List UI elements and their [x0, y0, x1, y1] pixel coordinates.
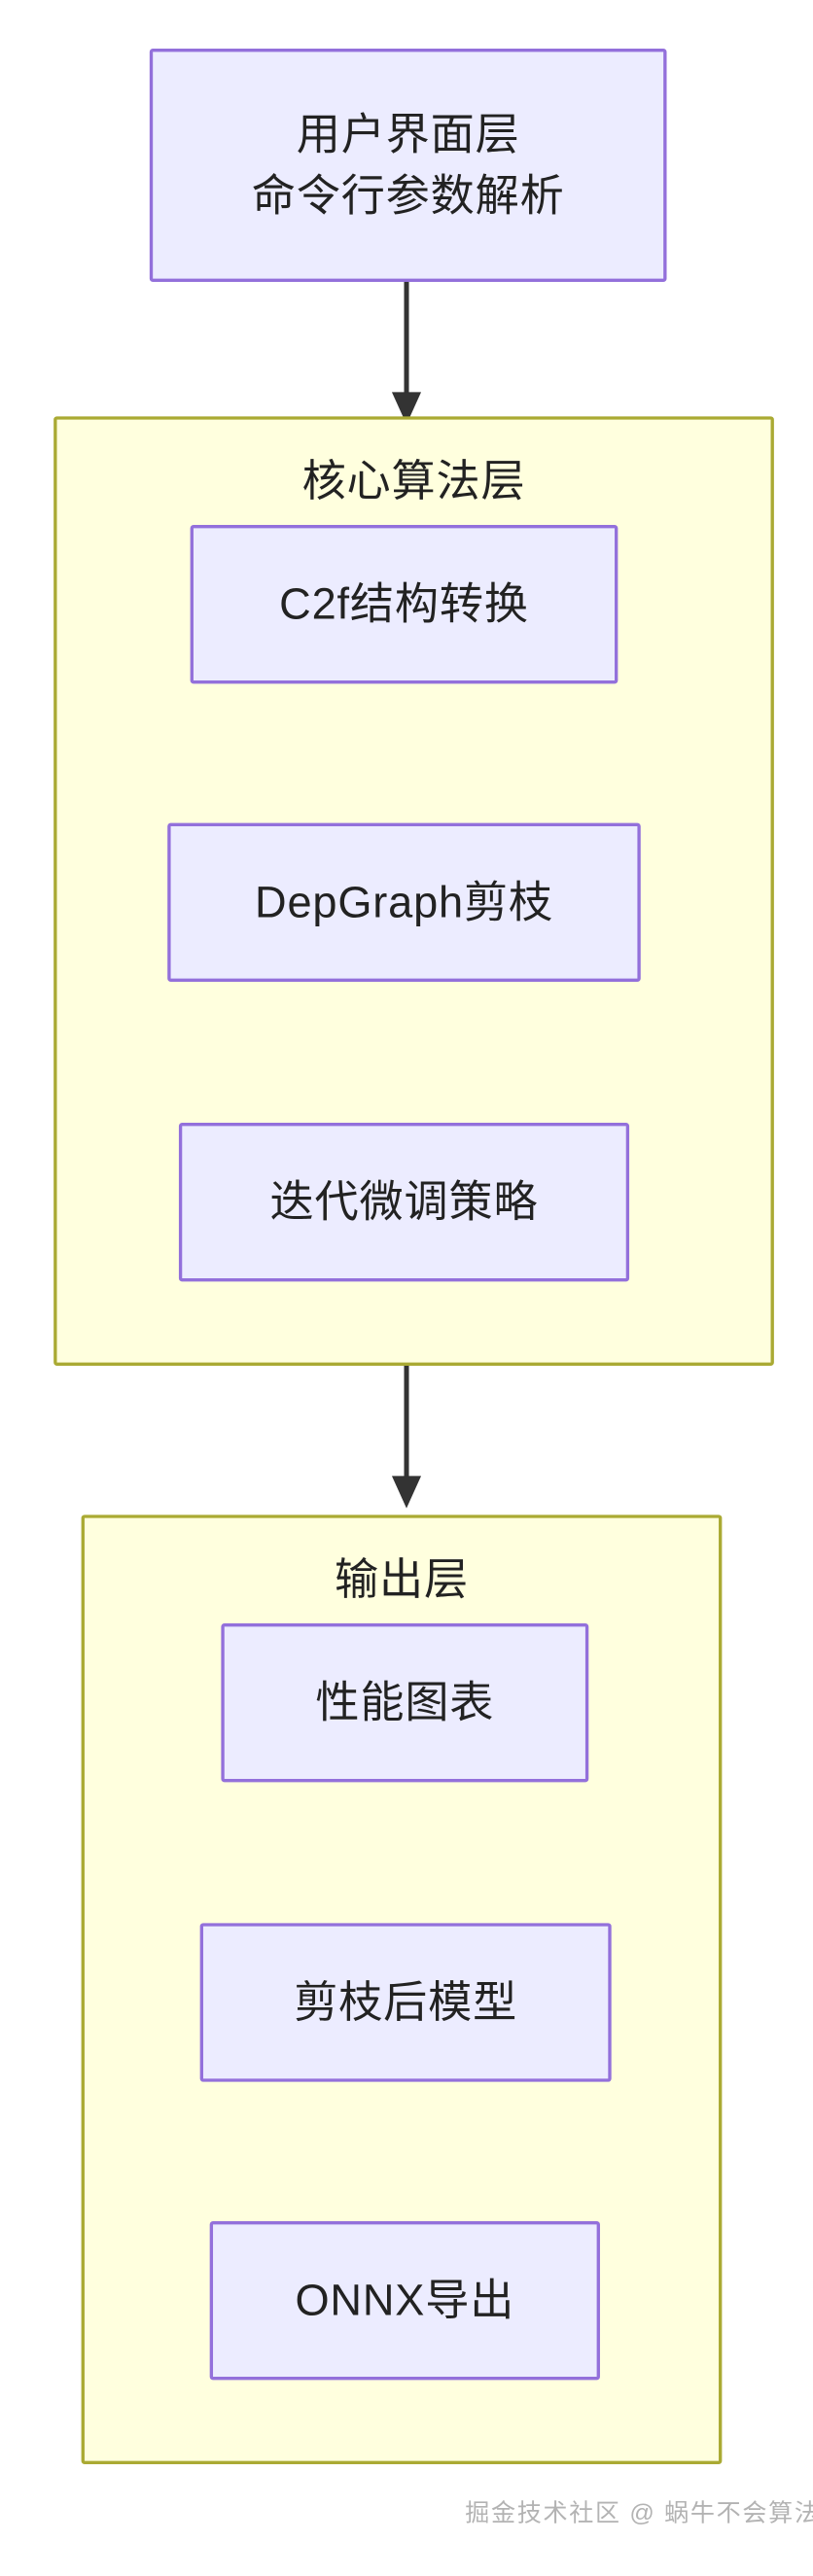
edge-ui-to-core: [391, 282, 422, 425]
edge-arrowhead: [391, 392, 422, 425]
subgraph-output-title: 输出层: [335, 1555, 469, 1604]
node-perf-chart-label: 性能图表: [315, 1678, 495, 1727]
node-depgraph-label: DepGraph剪枝: [255, 878, 553, 927]
node-onnx-export[interactable]: ONNX导出: [209, 2221, 600, 2381]
subgraph-core-algorithm-title: 核心算法层: [301, 457, 526, 505]
node-finetune[interactable]: 迭代微调策略: [178, 1123, 630, 1282]
edge-core-to-output: [391, 1366, 422, 1509]
node-c2f-label: C2f结构转换: [279, 579, 529, 629]
node-pruned-model-label: 剪枝后模型: [294, 1977, 518, 2027]
node-depgraph[interactable]: DepGraph剪枝: [167, 822, 641, 982]
node-finetune-label: 迭代微调策略: [269, 1177, 539, 1227]
node-onnx-export-label: ONNX导出: [295, 2276, 515, 2325]
node-c2f[interactable]: C2f结构转换: [190, 525, 619, 684]
node-ui-layer-label: 用户界面层 命令行参数解析: [251, 109, 565, 221]
node-ui-layer[interactable]: 用户界面层 命令行参数解析: [149, 49, 667, 282]
node-pruned-model[interactable]: 剪枝后模型: [199, 1923, 612, 2082]
watermark: 掘金技术社区 @ 蜗牛不会算法: [465, 2499, 813, 2527]
node-perf-chart[interactable]: 性能图表: [221, 1623, 589, 1783]
edge-arrowhead: [391, 1476, 422, 1509]
